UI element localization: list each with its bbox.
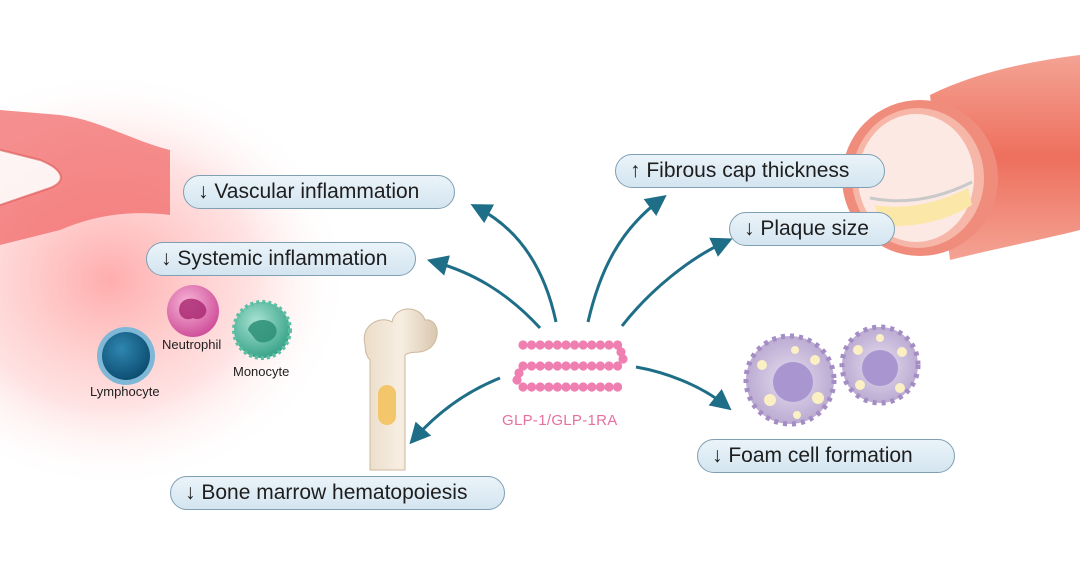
monocyte-cell bbox=[232, 300, 292, 360]
glp1-peptide-chain bbox=[512, 340, 628, 392]
neutrophil-cell bbox=[167, 285, 219, 337]
peptide-bead bbox=[616, 347, 626, 357]
arrow-fibrous-cap bbox=[586, 194, 667, 323]
lymphocyte-cell bbox=[97, 327, 155, 385]
peptide-bead bbox=[535, 361, 545, 371]
peptide-bead bbox=[587, 361, 597, 371]
peptide-bead bbox=[595, 340, 606, 350]
peptide-bead bbox=[618, 354, 628, 364]
systemic-inflammation-label: ↓ Systemic inflammation bbox=[146, 242, 416, 276]
peptide-bead bbox=[595, 361, 606, 371]
peptide-bead bbox=[561, 382, 571, 392]
arrow-systemic bbox=[426, 255, 542, 330]
peptide-bead bbox=[552, 340, 563, 350]
peptide-bead bbox=[544, 361, 554, 371]
peptide-bead bbox=[544, 340, 554, 350]
peptide-bead bbox=[604, 382, 614, 392]
peptide-bead bbox=[527, 361, 537, 371]
peptide-bead bbox=[527, 382, 537, 392]
peptide-bead bbox=[578, 361, 588, 371]
peptide-bead bbox=[514, 368, 524, 378]
arrow-vascular bbox=[470, 204, 558, 323]
peptide-bead bbox=[587, 382, 597, 392]
bone-marrow-hematopoiesis-label: ↓ Bone marrow hematopoiesis bbox=[170, 476, 505, 510]
arrow-foam-cell bbox=[635, 365, 732, 411]
vascular-inflammation-label: ↓ Vascular inflammation bbox=[183, 175, 455, 209]
peptide-bead bbox=[604, 361, 614, 371]
peptide-bead bbox=[512, 375, 522, 385]
peptide-bead bbox=[604, 340, 614, 350]
peptide-bead bbox=[570, 340, 580, 350]
peptide-bead bbox=[535, 382, 545, 392]
peptide-bead bbox=[518, 340, 528, 350]
peptide-bead bbox=[587, 340, 597, 350]
peptide-bead bbox=[561, 340, 571, 350]
inflamed-vessel bbox=[0, 110, 170, 245]
peptide-bead bbox=[527, 340, 537, 350]
peptide-bead bbox=[570, 382, 580, 392]
foam-cell-1 bbox=[743, 333, 837, 427]
lymphocyte-label: Lymphocyte bbox=[90, 384, 160, 399]
bone-illustration bbox=[363, 308, 438, 471]
plaque-size-label: ↓ Plaque size bbox=[729, 212, 895, 246]
peptide-bead bbox=[552, 382, 563, 392]
peptide-bead bbox=[578, 340, 588, 350]
peptide-bead bbox=[613, 361, 623, 371]
foam-cell-formation-label: ↓ Foam cell formation bbox=[697, 439, 955, 473]
arrow-plaque bbox=[620, 237, 733, 327]
peptide-bead bbox=[518, 382, 528, 392]
glp1-label: GLP-1/GLP-1RA bbox=[502, 412, 618, 429]
peptide-bead bbox=[570, 361, 580, 371]
peptide-bead bbox=[535, 340, 545, 350]
foam-cell-2 bbox=[839, 324, 921, 406]
fibrous-cap-thickness-label: ↑ Fibrous cap thickness bbox=[615, 154, 885, 188]
peptide-bead bbox=[613, 340, 623, 350]
peptide-bead bbox=[552, 361, 563, 371]
neutrophil-label: Neutrophil bbox=[162, 337, 222, 352]
peptide-bead bbox=[544, 382, 554, 392]
arrow-bone-marrow bbox=[409, 376, 501, 445]
peptide-bead bbox=[613, 382, 623, 392]
peptide-bead bbox=[595, 382, 606, 392]
peptide-bead bbox=[518, 361, 528, 371]
peptide-bead bbox=[561, 361, 571, 371]
monocyte-label: Monocyte bbox=[233, 364, 290, 379]
peptide-bead bbox=[578, 382, 588, 392]
